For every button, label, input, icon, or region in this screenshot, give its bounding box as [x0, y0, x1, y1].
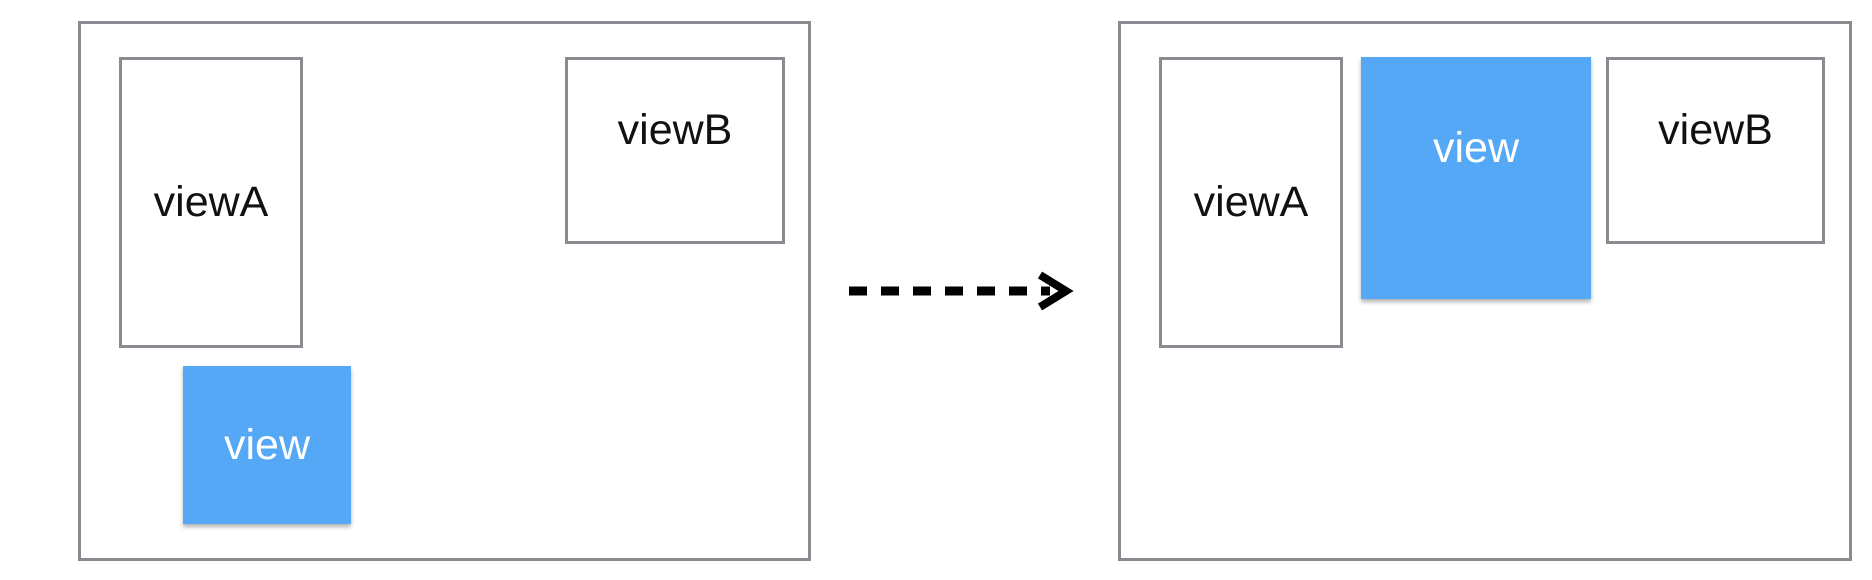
label: viewB: [1658, 106, 1773, 154]
before-viewA: viewA: [119, 57, 303, 348]
after-viewA: viewA: [1159, 57, 1343, 348]
after-viewB: viewB: [1606, 57, 1825, 244]
label: viewA: [1193, 178, 1309, 226]
label: view: [1432, 123, 1520, 172]
label: viewA: [153, 178, 269, 226]
label: view: [223, 420, 311, 469]
before-view: view: [183, 366, 351, 524]
before-viewB: viewB: [565, 57, 785, 244]
label: viewB: [617, 106, 733, 154]
after-view: view: [1361, 57, 1591, 299]
